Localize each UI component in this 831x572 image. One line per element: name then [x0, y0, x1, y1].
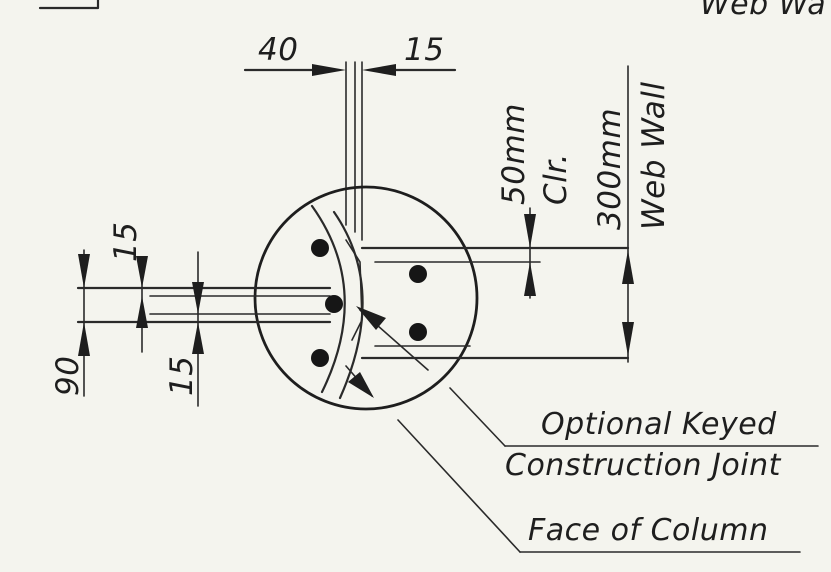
arrowhead-down-icon [524, 214, 536, 248]
rebar-dot [311, 239, 329, 257]
arrowhead-up-icon [192, 322, 204, 354]
label-construction-joint: Construction Joint [505, 448, 782, 483]
label-optional-keyed: Optional Keyed [541, 407, 777, 442]
dimension-15-top: 15 [404, 32, 444, 68]
arrowhead-up-icon [78, 322, 90, 356]
arrowhead-icon [356, 306, 386, 330]
arrowhead-icon [348, 372, 374, 398]
leader-construction-joint: Optional Keyed Construction Joint [345, 306, 819, 483]
rebar-dot [311, 349, 329, 367]
web-wall-value: 300mm [592, 108, 628, 230]
arrowhead-up-icon [524, 262, 536, 296]
dimension-90: 90 [50, 356, 86, 396]
left-dimensions: 90 15 15 [50, 222, 204, 407]
rebar-dot [409, 265, 427, 283]
rebar-dot [409, 323, 427, 341]
clear-cover-label: Clr. [538, 153, 574, 205]
column-detail-circle [76, 185, 630, 411]
arrowhead-down-icon [192, 282, 204, 314]
arrowhead-left-icon [362, 64, 396, 76]
label-face-of-column: Face of Column [528, 513, 768, 548]
arrowhead-down-icon [78, 254, 90, 288]
web-wall-label: Web Wall [636, 82, 672, 230]
arrowhead-down-icon [136, 256, 148, 288]
arrowhead-right-icon [312, 64, 346, 76]
web-wall-dimension: 300mm Web Wall [592, 65, 672, 363]
clear-cover-dimension: 50mm Clr. [496, 103, 574, 299]
frame-corner-line [38, 0, 100, 10]
rebar-dot [325, 295, 343, 313]
arrowhead-up-icon [136, 296, 148, 328]
partial-title-web-wall: Web Wa [700, 0, 826, 22]
arrowhead-up-icon [622, 250, 634, 284]
leader-face-of-column: Face of Column [397, 419, 801, 553]
arrowhead-down-icon [622, 322, 634, 356]
clear-cover-value: 50mm [496, 103, 532, 205]
top-dimension: 40 15 [243, 32, 457, 241]
dimension-15-lower: 15 [164, 356, 200, 396]
dimension-15-upper: 15 [108, 222, 144, 262]
dimension-40: 40 [258, 32, 298, 68]
